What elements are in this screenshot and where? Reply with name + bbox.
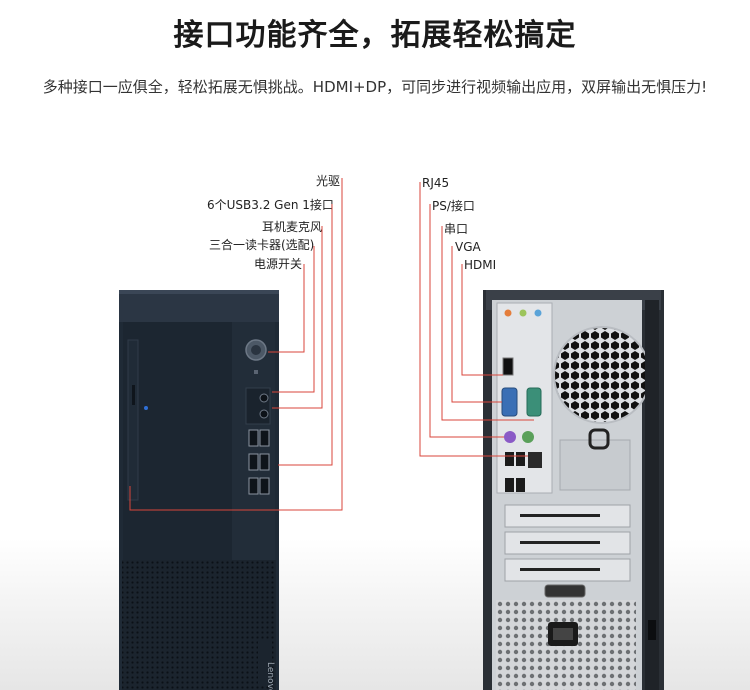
label-ps2: PS/接口 bbox=[432, 199, 475, 213]
label-optical-drive: 光驱 bbox=[316, 174, 341, 188]
label-rj45: RJ45 bbox=[422, 176, 450, 190]
page-title: 接口功能齐全，拓展轻松搞定 bbox=[173, 18, 577, 53]
label-card-reader: 三合一读卡器(选配) bbox=[209, 238, 315, 252]
label-serial: 串口 bbox=[444, 222, 469, 236]
label-hdmi: HDMI bbox=[464, 258, 497, 272]
page-subtitle: 多种接口一应俱全，轻松拓展无惧挑战。HDMI+DP，可同步进行视频输出应用，双屏… bbox=[42, 78, 708, 96]
brand-logo: Lenovo bbox=[265, 662, 275, 690]
label-headset: 耳机麦克风 bbox=[262, 220, 323, 234]
label-usb-ports: 6个USB3.2 Gen 1接口 bbox=[207, 198, 334, 212]
label-vga: VGA bbox=[455, 240, 481, 254]
label-power-switch: 电源开关 bbox=[254, 257, 303, 271]
